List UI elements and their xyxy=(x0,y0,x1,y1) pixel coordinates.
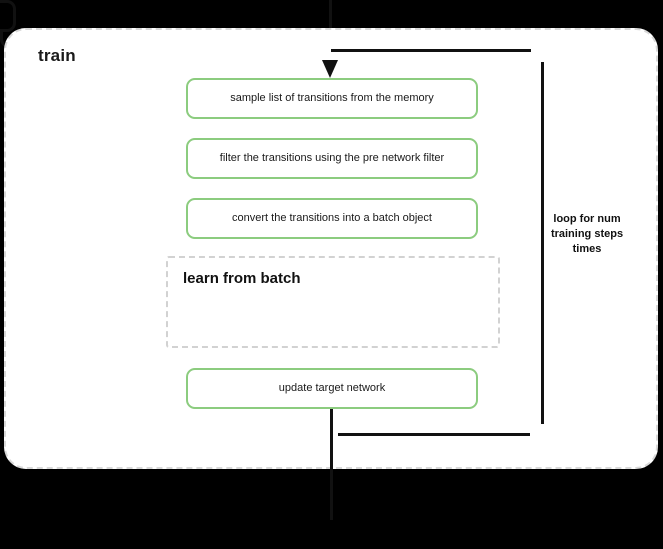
learn-from-batch-title: learn from batch xyxy=(183,270,301,287)
step-box-update-target-network[interactable]: update target network xyxy=(186,368,478,409)
loop-corner-bottom-right xyxy=(0,16,16,32)
exit-flow-line xyxy=(330,409,333,520)
step-box-filter[interactable]: filter the transitions using the pre net… xyxy=(186,138,478,179)
step-label: update target network xyxy=(278,381,386,394)
loop-bottom-segment xyxy=(338,433,530,436)
step-label: filter the transitions using the pre net… xyxy=(219,151,445,164)
step-label: convert the transitions into a batch obj… xyxy=(232,211,432,224)
loop-right-segment xyxy=(541,62,544,424)
step-box-convert[interactable]: convert the transitions into a batch obj… xyxy=(186,198,478,239)
learn-from-batch-block[interactable]: learn from batch xyxy=(166,256,500,348)
loop-corner-top-right xyxy=(0,0,16,16)
down-arrow-icon xyxy=(322,60,338,78)
page-title: train xyxy=(38,46,76,65)
step-label: sample list of transitions from the memo… xyxy=(230,91,434,104)
step-box-sample[interactable]: sample list of transitions from the memo… xyxy=(186,78,478,119)
loop-annotation-label: loop for num training steps times xyxy=(550,213,624,255)
loop-top-segment xyxy=(331,49,531,52)
